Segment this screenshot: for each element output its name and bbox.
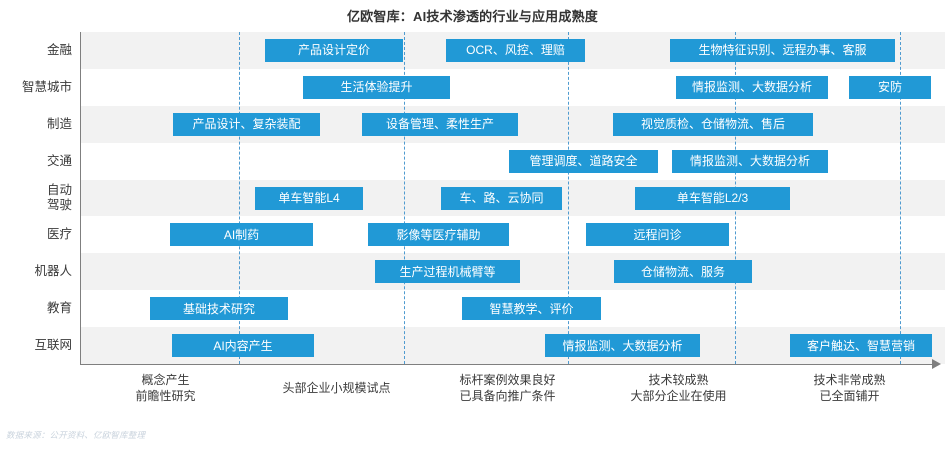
y-axis-label-制造: 制造 — [0, 117, 72, 132]
y-axis-label-line: 教育 — [46, 301, 72, 316]
bar-医疗-1[interactable]: AI制药 — [170, 223, 313, 247]
bar-智慧城市-1[interactable]: 生活体验提升 — [303, 75, 450, 99]
bar-label: 管理调度、道路安全 — [529, 154, 638, 169]
y-axis-label-line: 交通 — [46, 153, 72, 168]
y-axis-label-line: 驾驶 — [46, 198, 72, 212]
bar-交通-2[interactable]: 情报监测、大数据分析 — [672, 149, 828, 173]
bar-label: AI内容产生 — [213, 338, 273, 353]
bar-互联网-3[interactable]: 客户触达、智慧营销 — [790, 334, 932, 358]
bar-智慧城市-2[interactable]: 情报监测、大数据分析 — [676, 75, 828, 99]
bar-互联网-1[interactable]: AI内容产生 — [172, 334, 314, 358]
y-axis-label-line: 互联网 — [34, 338, 72, 353]
y-axis-label-line: 制造 — [46, 116, 72, 131]
bar-制造-2[interactable]: 设备管理、柔性生产 — [362, 112, 518, 136]
bar-label: 基础技术研究 — [182, 301, 255, 316]
bar-机器人-1[interactable]: 生产过程机械臂等 — [375, 260, 520, 284]
bar-自动驾驶-2[interactable]: 车、路、云协同 — [441, 186, 562, 210]
bar-金融-3[interactable]: 生物特征识别、远程办事、客服 — [670, 38, 895, 62]
bar-label: 安防 — [877, 80, 902, 95]
y-axis-label-互联网: 互联网 — [0, 338, 72, 353]
bar-教育-1[interactable]: 基础技术研究 — [150, 297, 288, 321]
x-axis-stage-label-2: 头部企业小规模试点 — [282, 380, 390, 396]
bar-label: 生物特征识别、远程办事、客服 — [698, 43, 867, 58]
y-axis-label-line: 医疗 — [46, 227, 72, 242]
bar-互联网-2[interactable]: 情报监测、大数据分析 — [545, 334, 700, 358]
y-axis-label-教育: 教育 — [0, 301, 72, 316]
y-axis-label-医疗: 医疗 — [0, 227, 72, 242]
source-note: 数据来源：公开资料、亿欧智库整理 — [6, 430, 146, 440]
bar-制造-3[interactable]: 视觉质检、仓储物流、售后 — [613, 112, 813, 136]
x-axis-stage-label-line2: 已全面铺开 — [819, 389, 880, 403]
bar-智慧城市-3[interactable]: 安防 — [849, 75, 931, 99]
bar-label: 车、路、云协同 — [459, 191, 544, 205]
bar-自动驾驶-1[interactable]: 单车智能L4 — [255, 186, 363, 210]
y-axis-label-line: 机器人 — [34, 264, 72, 279]
bar-label: 智慧教学、评价 — [489, 301, 574, 316]
bar-label: 仓储物流、服务 — [640, 264, 725, 279]
x-axis-stage-label-line1: 标杆案例效果良好 — [459, 373, 556, 387]
bar-制造-1[interactable]: 产品设计、复杂装配 — [173, 112, 320, 136]
y-axis-label-智慧城市: 智慧城市 — [0, 80, 72, 95]
bar-医疗-3[interactable]: 远程问诊 — [586, 223, 729, 247]
x-axis-arrow-icon — [932, 359, 941, 369]
bar-label: 生活体验提升 — [340, 80, 413, 95]
bar-教育-2[interactable]: 智慧教学、评价 — [462, 297, 601, 321]
gridline-5 — [900, 32, 901, 364]
y-axis-label-line: 智慧城市 — [21, 79, 72, 94]
bar-label: 情报监测、大数据分析 — [691, 80, 812, 95]
bar-label: 设备管理、柔性生产 — [385, 117, 494, 132]
bar-label: 影像等医疗辅助 — [396, 227, 481, 242]
y-axis-line — [80, 32, 81, 364]
bar-label: 单车智能L2/3 — [676, 191, 749, 205]
gridline-2 — [404, 32, 405, 364]
x-axis-stage-label-line2: 已具备向推广条件 — [459, 389, 556, 403]
x-axis-line — [80, 364, 935, 365]
x-axis-stage-label-line2: 前瞻性研究 — [135, 389, 196, 403]
bar-机器人-2[interactable]: 仓储物流、服务 — [614, 260, 752, 284]
x-axis-stage-label-1: 概念产生前瞻性研究 — [135, 372, 195, 404]
bar-label: 单车智能L4 — [278, 191, 340, 205]
bar-label: 产品设计、复杂装配 — [192, 117, 301, 132]
bar-label: 远程问诊 — [633, 227, 682, 242]
bar-label: 视觉质检、仓储物流、售后 — [640, 117, 785, 132]
bar-自动驾驶-3[interactable]: 单车智能L2/3 — [635, 186, 790, 210]
bar-label: 产品设计定价 — [297, 43, 370, 58]
y-axis-label-自动驾驶: 自动驾驶 — [0, 183, 72, 213]
bar-label: 情报监测、大数据分析 — [562, 338, 683, 353]
x-axis-stage-label-line1: 技术非常成熟 — [813, 373, 886, 387]
x-axis-stage-label-4: 技术较成熟大部分企业在使用 — [630, 372, 726, 404]
bar-交通-1[interactable]: 管理调度、道路安全 — [509, 149, 658, 173]
x-axis-stage-label-line1: 头部企业小规模试点 — [282, 381, 391, 395]
bar-医疗-2[interactable]: 影像等医疗辅助 — [368, 223, 509, 247]
gridline-3 — [568, 32, 569, 364]
gridline-1 — [239, 32, 240, 364]
y-axis-label-line: 自动 — [46, 183, 72, 197]
x-axis-stage-label-line2: 大部分企业在使用 — [630, 389, 727, 403]
y-axis-label-line: 金融 — [46, 42, 72, 57]
bar-label: 情报监测、大数据分析 — [689, 154, 810, 169]
bar-金融-2[interactable]: OCR、风控、理赔 — [446, 38, 585, 62]
y-axis-label-机器人: 机器人 — [0, 264, 72, 279]
bar-金融-1[interactable]: 产品设计定价 — [265, 38, 403, 62]
bar-label: 客户触达、智慧营销 — [806, 338, 915, 353]
y-axis-label-金融: 金融 — [0, 43, 72, 58]
chart-title: 亿欧智库：AI技术渗透的行业与应用成熟度 — [346, 9, 598, 24]
x-axis-stage-label-5: 技术非常成熟已全面铺开 — [813, 372, 885, 404]
bar-label: AI制药 — [223, 227, 260, 242]
bar-label: 生产过程机械臂等 — [399, 264, 496, 279]
x-axis-stage-label-3: 标杆案例效果良好已具备向推广条件 — [459, 372, 555, 404]
y-axis-label-交通: 交通 — [0, 154, 72, 169]
bar-label: OCR、风控、理赔 — [466, 43, 565, 58]
x-axis-stage-label-line1: 技术较成熟 — [648, 373, 709, 387]
x-axis-stage-label-line1: 概念产生 — [141, 373, 190, 387]
